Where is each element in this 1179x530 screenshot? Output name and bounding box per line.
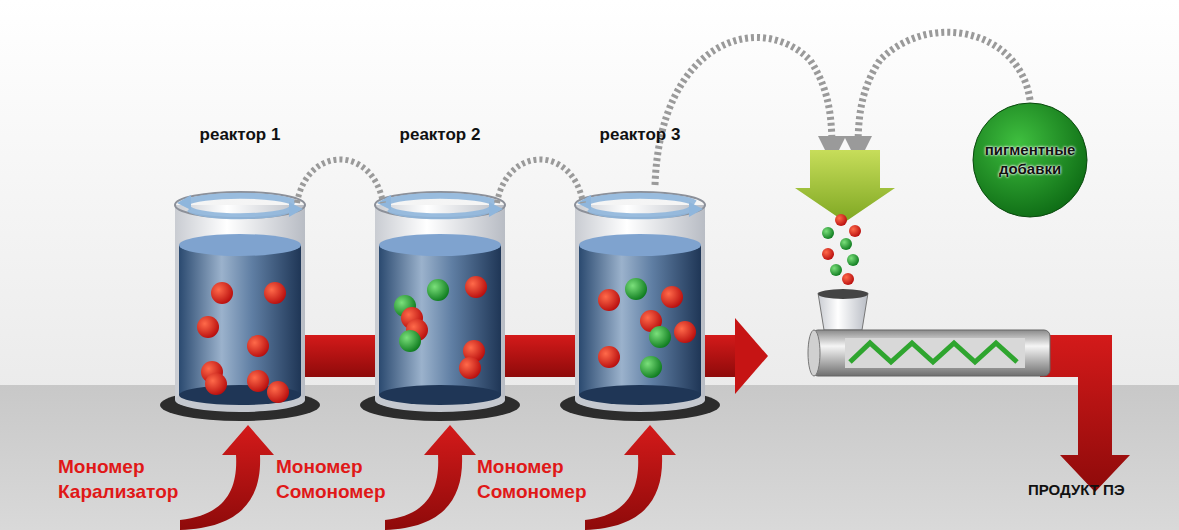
mixing-transfer-arc — [497, 160, 583, 204]
mixing-transfer-arc — [297, 160, 383, 204]
product-label: ПРОДУКТ ПЭ — [1028, 481, 1125, 498]
input-label: Мономер Сомономер — [276, 455, 416, 504]
input-label: Мономер Карализатор — [58, 455, 208, 504]
reactor-label: реактор 2 — [375, 125, 505, 145]
additive-label: пигментные добавки — [982, 141, 1078, 179]
reactor-label: реактор 1 — [175, 125, 305, 145]
reactor-label: реактор 3 — [575, 125, 705, 145]
reactor: реактор 3 — [575, 125, 705, 400]
input-label: Мономер Сомономер — [477, 455, 617, 504]
reactor: реактор 1 — [175, 125, 305, 400]
reactor: реактор 2 — [375, 125, 505, 400]
pigment-circle: пигментные добавки — [978, 108, 1082, 212]
